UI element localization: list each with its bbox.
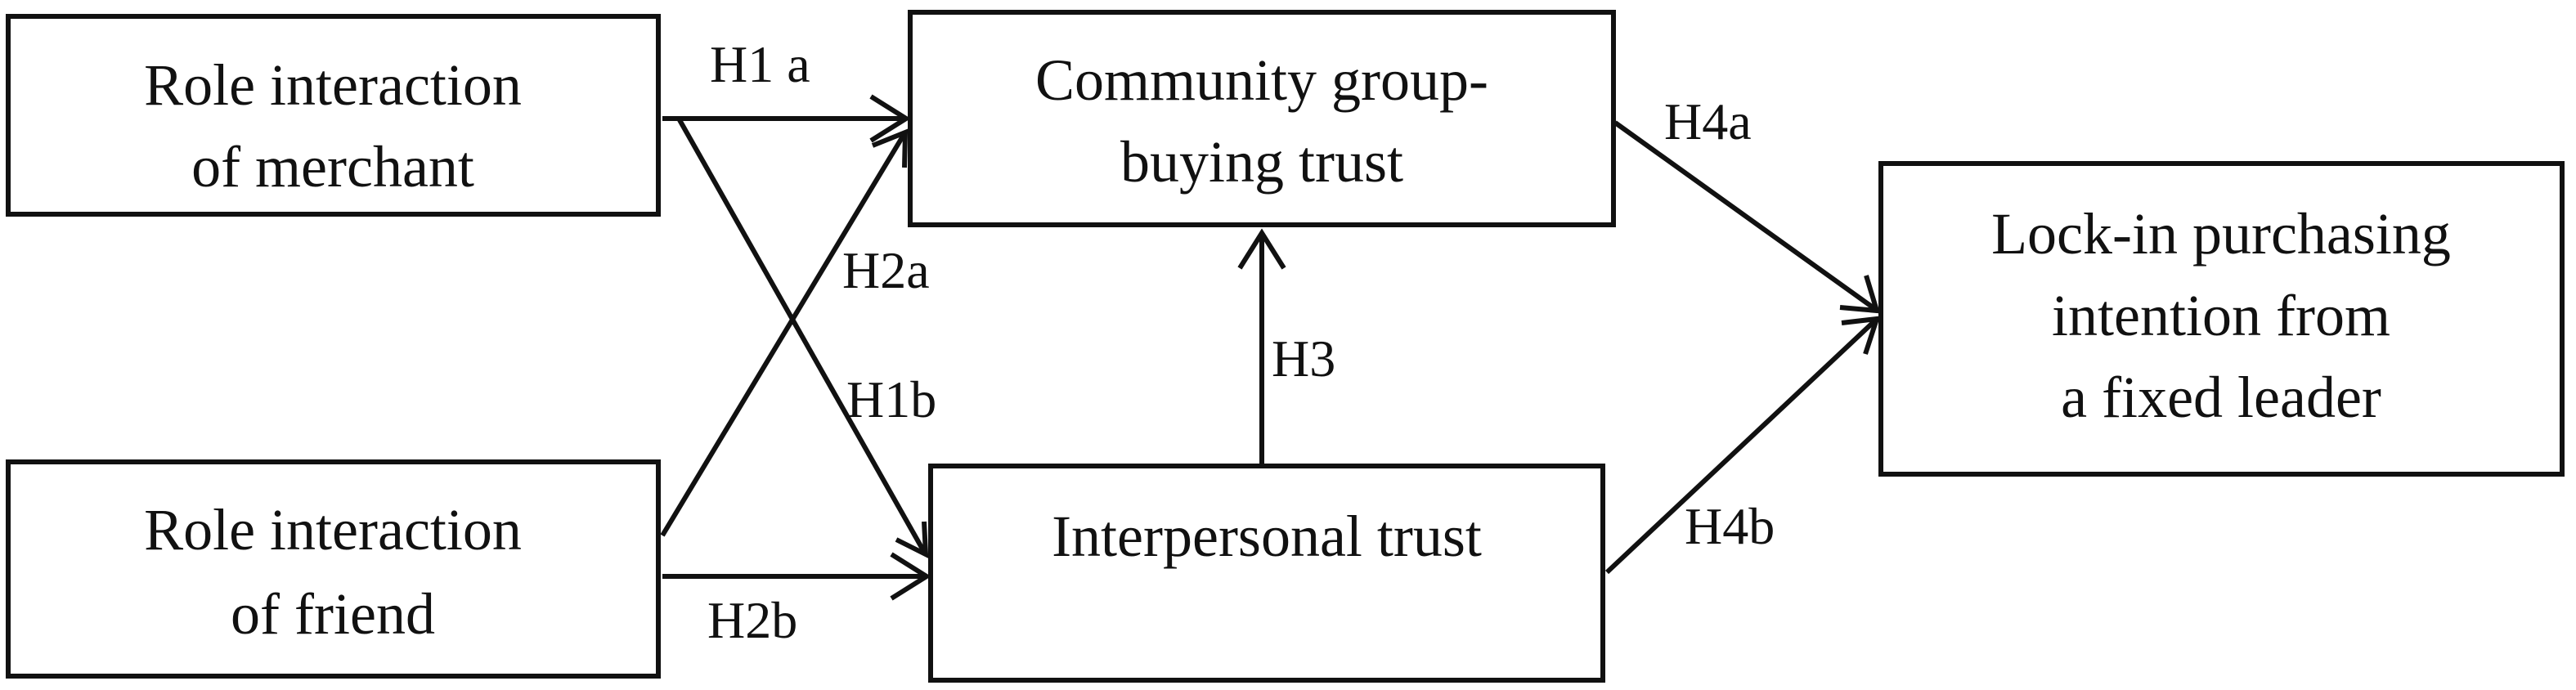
label-h1a: H1 a [710,35,810,93]
edge-h1b-arrow [676,117,929,558]
edge-h2b-arrow [662,552,931,601]
node-merchant-line-1: Role interaction [144,52,522,118]
edge-labels: H1 a H2a H1b H2b H3 H4a H4b [707,35,1775,649]
node-friend-line-2: of friend [231,581,435,647]
node-community-line-2: buying trust [1120,129,1403,195]
edge-h1a-arrow [662,94,911,143]
label-h4a: H4a [1664,92,1752,150]
label-h1b: H1b [846,370,936,428]
edge-h2a-arrow [660,128,909,537]
label-h2b: H2b [707,591,797,649]
label-h3: H3 [1272,329,1335,388]
node-friend: Role interaction of friend [6,459,661,679]
node-lockin-line-1: Lock-in purchasing [1991,201,2451,267]
node-lockin-line-2: intention from [2052,283,2390,348]
node-community: Community group- buying trust [908,10,1616,227]
edge-h4b-arrow [1604,316,1881,575]
node-community-line-1: Community group- [1035,47,1488,113]
label-h2a: H2a [842,241,930,299]
node-interpersonal-line-1: Interpersonal trust [1052,504,1482,569]
node-merchant: Role interaction of merchant [6,14,661,217]
node-lockin: Lock-in purchasing intention from a fixe… [1878,161,2565,477]
edge-h3-arrow [1237,228,1286,464]
node-lockin-line-3: a fixed leader [2061,365,2381,430]
edges [660,94,1881,601]
label-h4b: H4b [1685,497,1775,555]
node-interpersonal: Interpersonal trust [928,464,1605,683]
node-merchant-line-2: of merchant [191,134,474,199]
node-friend-line-1: Role interaction [144,497,522,562]
edge-h4a-arrow [1613,120,1881,314]
